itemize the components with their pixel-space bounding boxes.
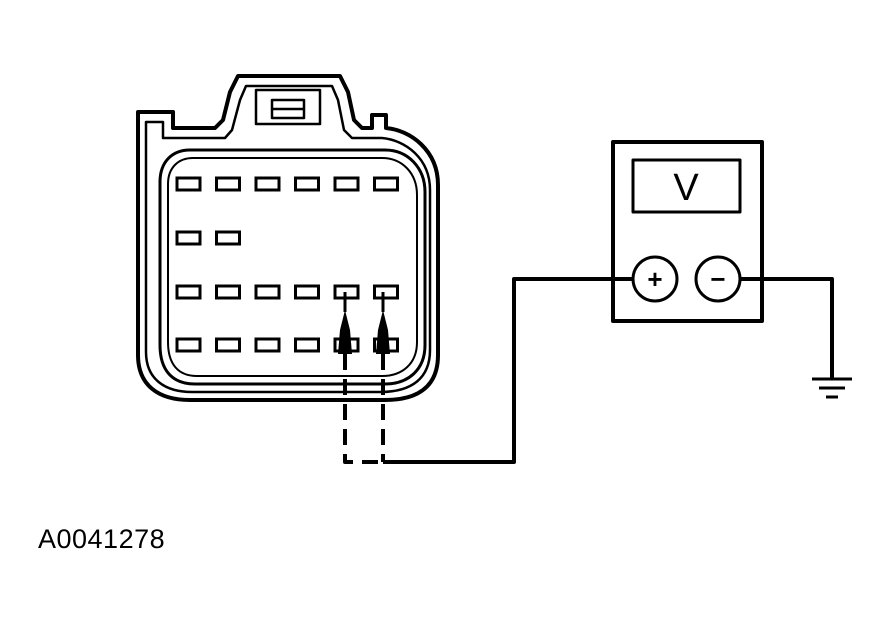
positive-terminal-label: + bbox=[647, 264, 662, 294]
latch-frame bbox=[254, 88, 322, 126]
voltmeter-display bbox=[631, 158, 742, 214]
probe-leads bbox=[343, 354, 385, 464]
pin-cavity bbox=[294, 176, 320, 192]
pin-cavity bbox=[175, 337, 202, 353]
wire-to-ground bbox=[740, 277, 834, 378]
positive-terminal bbox=[631, 255, 679, 303]
pin-cavity bbox=[373, 284, 399, 300]
pin-cavity bbox=[175, 230, 202, 246]
voltmeter-symbol: V bbox=[673, 167, 699, 209]
pin-cavity bbox=[215, 176, 241, 192]
pin-cavity bbox=[294, 337, 320, 353]
dashed-lead-left bbox=[343, 354, 383, 464]
connector bbox=[136, 74, 440, 402]
probe-left bbox=[338, 292, 352, 354]
pin-cavity bbox=[175, 284, 202, 300]
pin-cavity bbox=[294, 284, 320, 300]
pin-cavity bbox=[215, 284, 241, 300]
figure-id: A0041278 bbox=[38, 524, 166, 554]
pin-cavity bbox=[175, 176, 202, 192]
voltmeter-body bbox=[611, 140, 764, 323]
pin-cavity bbox=[254, 284, 281, 300]
pin-cavity bbox=[254, 176, 281, 192]
connector-cavity-inner bbox=[167, 157, 418, 377]
probe-right bbox=[376, 292, 390, 354]
negative-terminal-label: − bbox=[710, 264, 725, 294]
ground-icon bbox=[812, 377, 852, 399]
wire-to-positive bbox=[383, 277, 633, 464]
pin-cavity bbox=[254, 337, 281, 353]
connector-cavity bbox=[158, 148, 427, 386]
voltmeter: V + − bbox=[611, 140, 764, 323]
pin-cavity bbox=[215, 230, 241, 246]
pin-cavity bbox=[333, 176, 360, 192]
pin-cavity bbox=[215, 337, 241, 353]
connector-outer-shell bbox=[136, 74, 440, 402]
pin-cavity bbox=[373, 176, 399, 192]
connector-inner-shell bbox=[144, 84, 432, 394]
connector-pins bbox=[175, 176, 399, 353]
back-probes bbox=[338, 292, 390, 354]
